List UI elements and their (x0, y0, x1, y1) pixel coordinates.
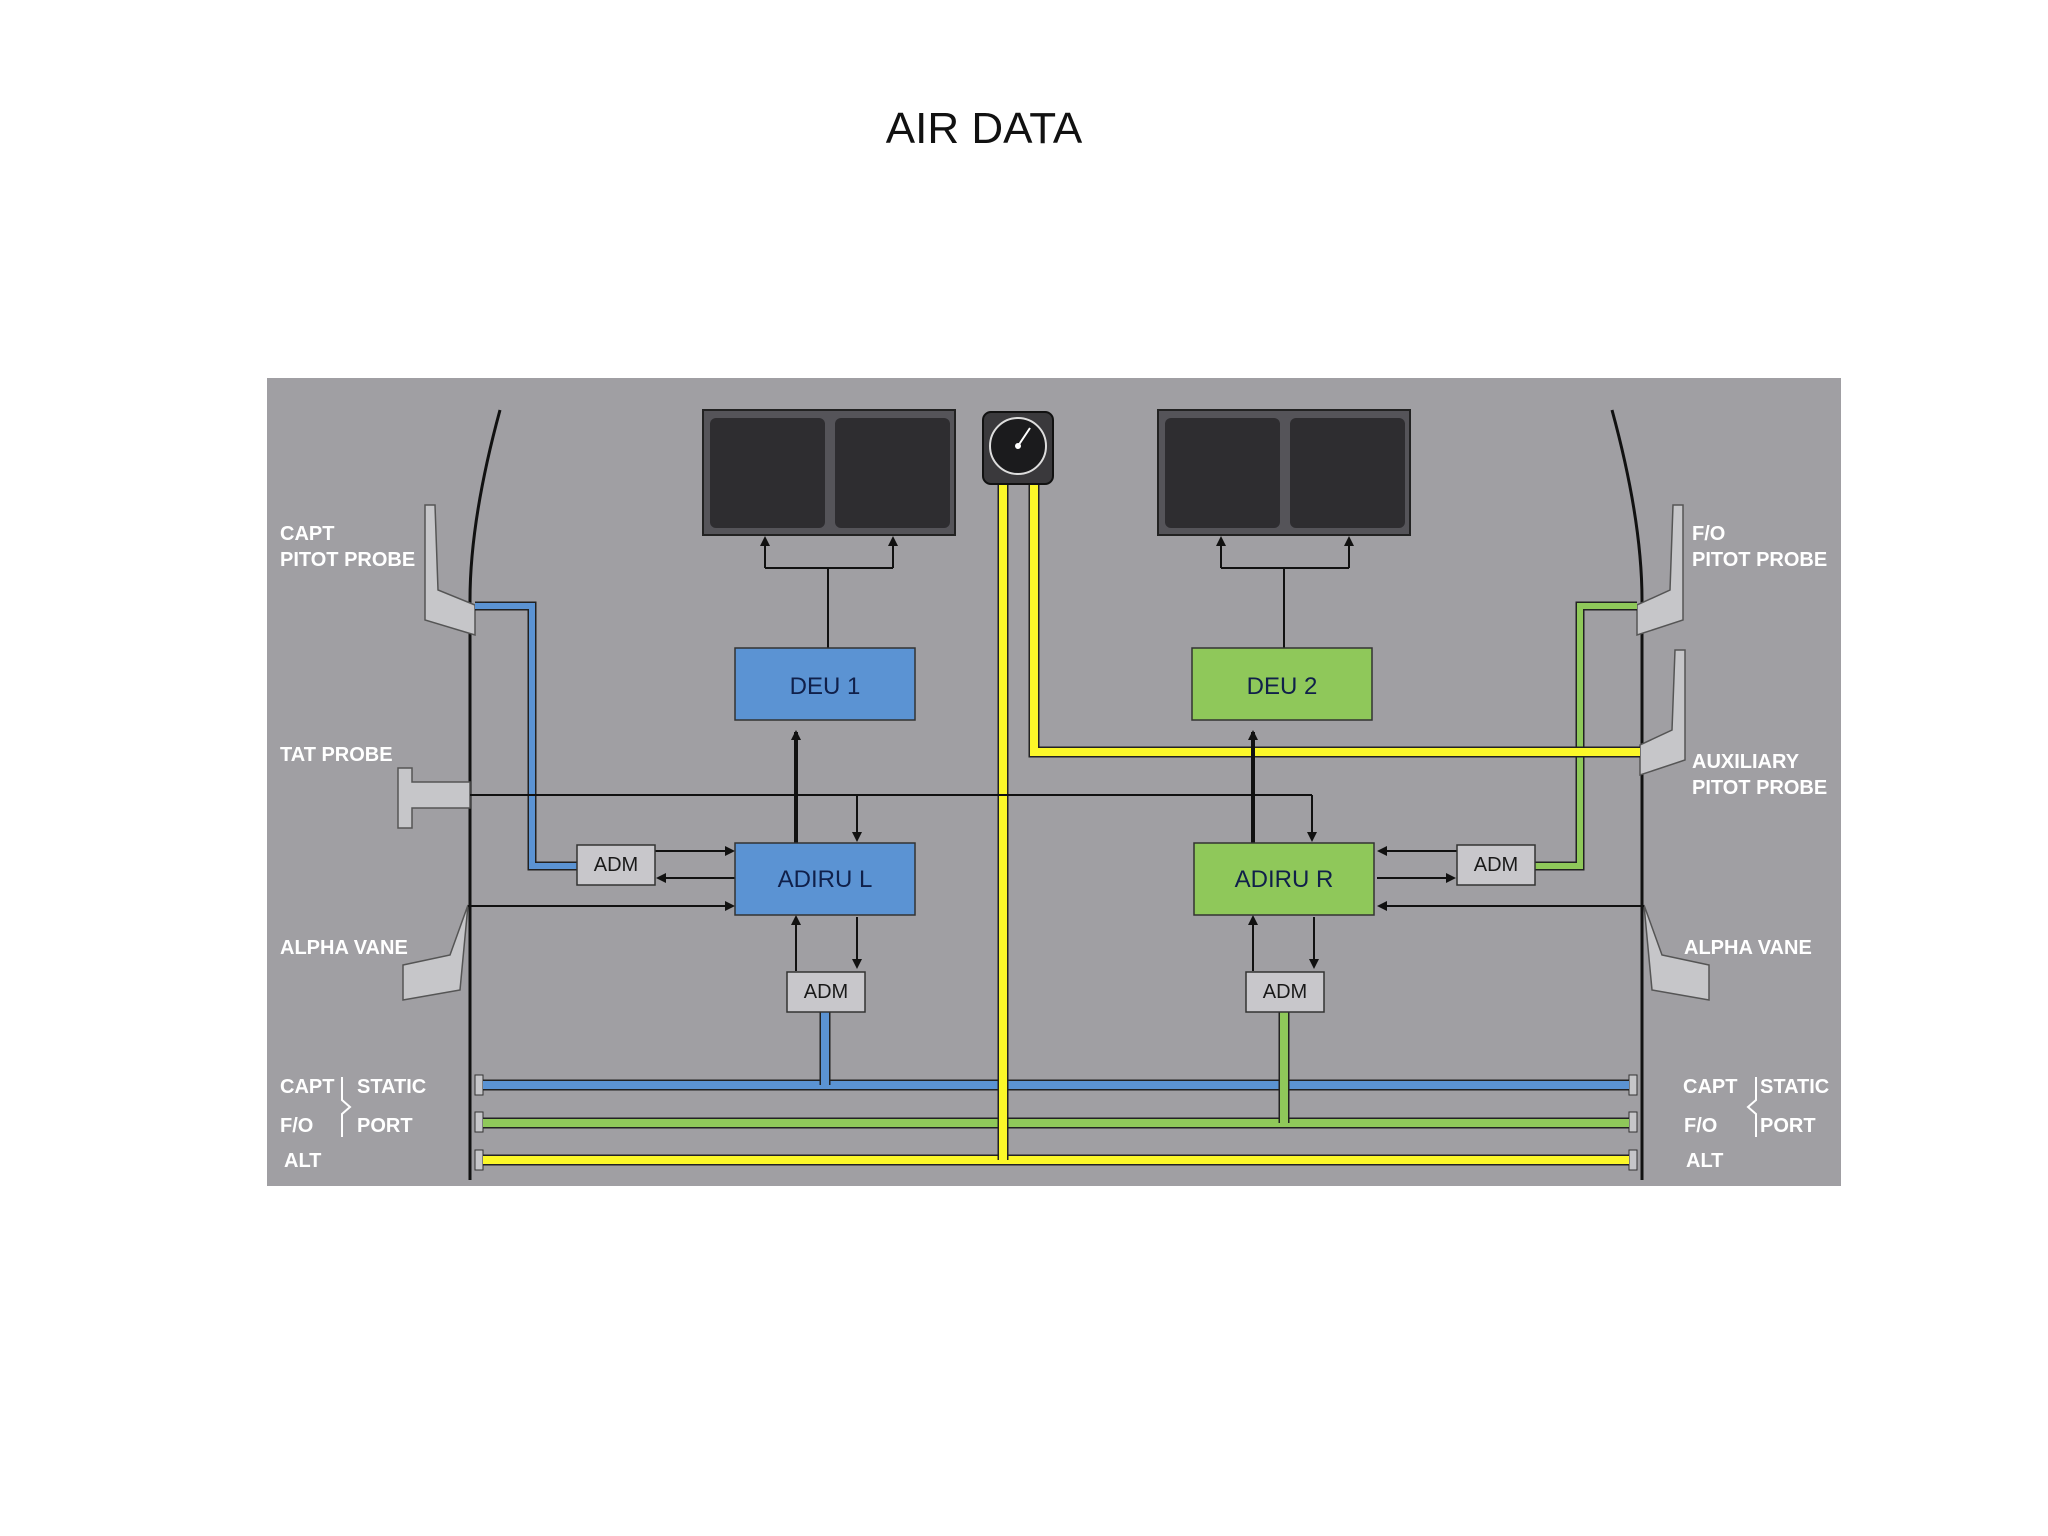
diagram-background (267, 378, 1841, 1186)
static-port-right-capt (1628, 1074, 1638, 1096)
static-right-brace-icon (1746, 1077, 1757, 1137)
alpha-vane-right-icon (1643, 904, 1710, 1001)
tat-signal-line (470, 794, 1317, 842)
adm-bottom-connections (791, 915, 1319, 971)
capt-pitot-label-1: CAPT (280, 523, 334, 545)
adm-side-connections (655, 846, 1457, 883)
adm-right-side-box (1456, 844, 1536, 886)
adm-left-bottom-box (786, 971, 866, 1013)
static-left-capt-label: CAPT (280, 1076, 334, 1098)
alpha-vane-left-label: ALPHA VANE (280, 937, 408, 959)
adm-right-bottom-box (1245, 971, 1325, 1013)
static-right-static-label: STATIC (1760, 1076, 1829, 1098)
adiru-r-box (1193, 842, 1375, 916)
adiru-r-label: ADIRU R (1235, 866, 1334, 893)
captain-display-units (702, 409, 956, 536)
adiru-to-deu-connections (791, 730, 1258, 843)
capt-pitot-label-2: PITOT PROBE (280, 549, 415, 571)
adiru-l-box (734, 842, 916, 916)
aux-pitot-label-2: PITOT PROBE (1692, 777, 1827, 799)
adm-left-bottom-label: ADM (804, 981, 848, 1003)
adm-left-side-box (576, 844, 656, 886)
alpha-vane-left-icon (402, 904, 469, 1001)
deu1-box (734, 647, 916, 721)
static-right-capt-label: CAPT (1683, 1076, 1737, 1098)
static-left-static-label: STATIC (357, 1076, 426, 1098)
aux-pitot-probe-icon (1639, 649, 1686, 777)
aux-pitot-label-1: AUXILIARY (1692, 751, 1800, 773)
deu2-label: DEU 2 (1247, 673, 1318, 700)
adiru-l-label: ADIRU L (778, 866, 873, 893)
deu1-label: DEU 1 (790, 673, 861, 700)
deu2-box (1191, 647, 1373, 721)
fo-display-units (1157, 409, 1411, 536)
static-left-port-label: PORT (357, 1115, 413, 1137)
standby-instrument-icon (982, 411, 1054, 485)
tat-probe-label: TAT PROBE (280, 744, 393, 766)
captain-pneumatic-lines (475, 601, 1629, 1091)
static-right-alt-label: ALT (1686, 1150, 1723, 1172)
adm-left-side-label: ADM (594, 854, 638, 876)
static-port-left-fo (474, 1111, 484, 1133)
static-left-brace-icon (341, 1077, 352, 1137)
alternate-pneumatic-lines (483, 485, 1640, 1166)
deu1-display-connections (760, 536, 898, 648)
deu2-display-connections (1216, 536, 1354, 648)
static-port-left-capt (474, 1074, 484, 1096)
static-right-port-label: PORT (1760, 1115, 1816, 1137)
fuselage-right-outline (1610, 409, 1644, 1180)
adm-right-side-label: ADM (1474, 854, 1518, 876)
fo-pitot-label-2: PITOT PROBE (1692, 549, 1827, 571)
static-port-right-alt (1628, 1149, 1638, 1171)
page-title: AIR DATA (885, 104, 1083, 153)
static-left-alt-label: ALT (284, 1150, 321, 1172)
static-port-left-alt (474, 1149, 484, 1171)
static-port-right-fo (1628, 1111, 1638, 1133)
tat-probe-icon (397, 767, 471, 829)
fo-pitot-label-1: F/O (1692, 523, 1725, 545)
static-right-fo-label: F/O (1684, 1115, 1717, 1137)
alpha-vane-right-label: ALPHA VANE (1684, 937, 1812, 959)
fo-pneumatic-lines (483, 601, 1637, 1129)
fuselage-left-outline (468, 409, 502, 1180)
adm-right-bottom-label: ADM (1263, 981, 1307, 1003)
static-left-fo-label: F/O (280, 1115, 313, 1137)
